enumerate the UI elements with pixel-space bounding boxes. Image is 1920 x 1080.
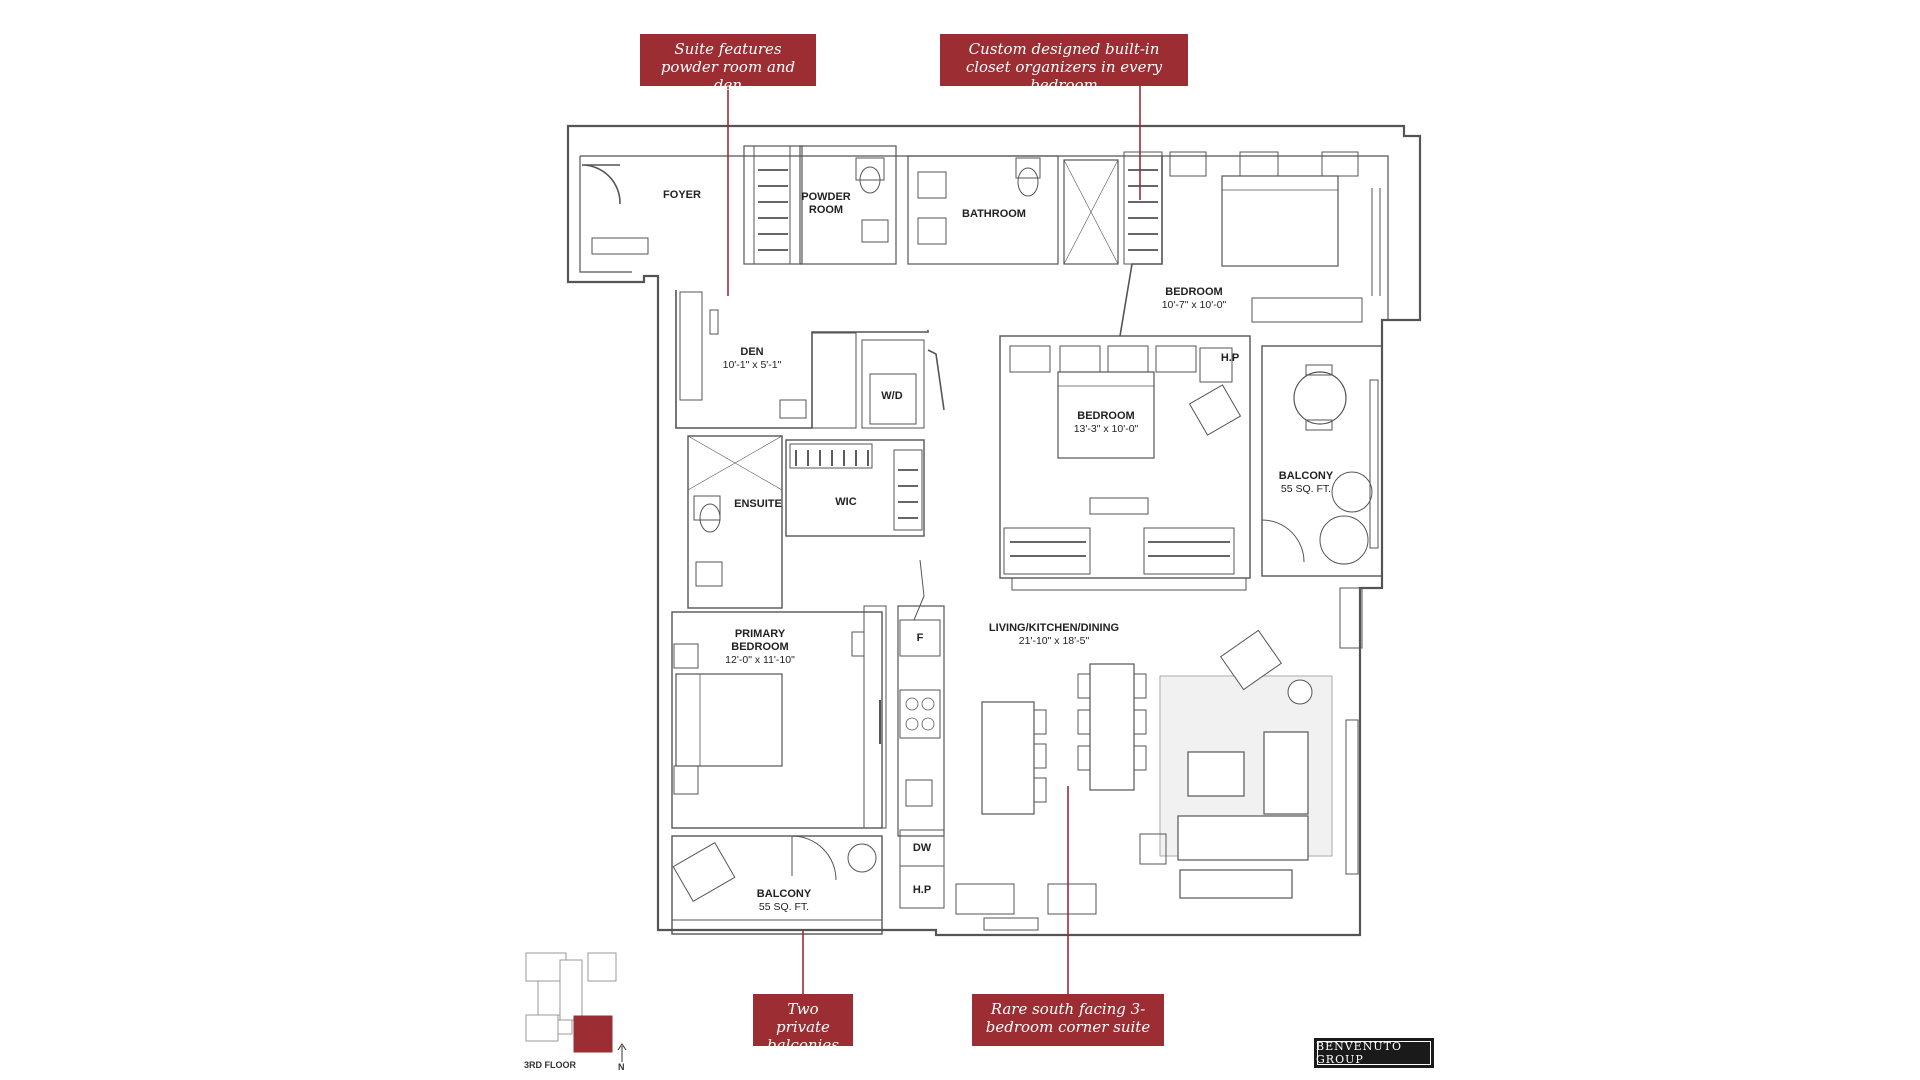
room-label-bathroom: BATHROOM xyxy=(962,208,1026,220)
wd-label: W/D xyxy=(881,390,903,402)
foyer-door xyxy=(581,164,621,205)
room-label-wic: WIC xyxy=(835,496,857,508)
keyplan-floor-label: 3RD FLOOR xyxy=(524,1060,577,1070)
benvenuto-group-logo: BENVENUTO GROUP xyxy=(1314,1038,1434,1068)
fridge-label: F xyxy=(916,632,924,644)
hp-top-label: H.P xyxy=(1220,352,1240,364)
callout-closets: Custom designed built-in closet organize… xyxy=(940,34,1188,94)
callout-powder-den: Suite features powder room and den xyxy=(640,34,816,94)
north-arrow-icon xyxy=(617,1043,627,1062)
dw-label: DW xyxy=(912,842,932,854)
key-plan xyxy=(525,952,617,1053)
key-plan-suite-highlight xyxy=(573,1015,613,1053)
outer-wall xyxy=(566,124,1422,937)
keyplan-north-label: N xyxy=(618,1062,625,1072)
callout-corner-suite: Rare south facing 3-bedroom corner suite xyxy=(972,994,1164,1046)
hp-bottom-label: H.P xyxy=(912,884,932,896)
room-label-foyer: FOYER xyxy=(663,189,701,201)
callout-balconies: Two private balconies xyxy=(753,994,853,1054)
room-label-ensuite: ENSUITE xyxy=(734,498,782,510)
